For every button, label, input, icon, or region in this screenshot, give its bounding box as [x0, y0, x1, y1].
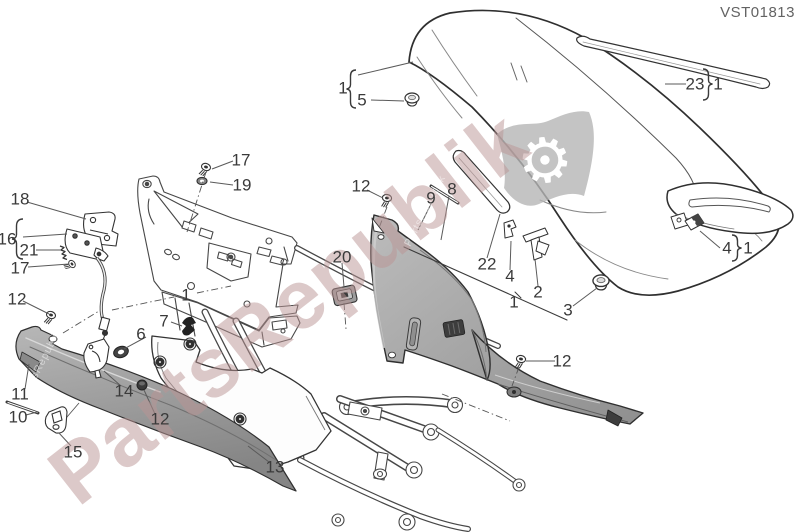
- latch-spring-21: [59, 245, 68, 261]
- callout-8[interactable]: 8: [447, 179, 457, 199]
- callout-5[interactable]: 5: [357, 90, 367, 110]
- callout-2[interactable]: 2: [533, 282, 543, 302]
- brace-4-1: [731, 234, 742, 262]
- callout-13[interactable]: 13: [265, 457, 285, 477]
- callout-23[interactable]: 23: [685, 74, 705, 94]
- brace-1-5: [346, 69, 357, 109]
- callout-22[interactable]: 22: [477, 254, 497, 274]
- grommet-3: [592, 274, 610, 291]
- callout-7[interactable]: 7: [159, 311, 169, 331]
- callout-19[interactable]: 19: [232, 175, 252, 195]
- callout-braces: [11, 68, 742, 262]
- rubber-pad-20: [331, 284, 358, 307]
- lock-bracket-14: [83, 338, 110, 379]
- screw-17b: [62, 258, 78, 273]
- watermark: ⚙ PartsRepublik PartsRepublik PartsRepub…: [18, 92, 594, 522]
- grommet-5: [404, 92, 420, 107]
- callout-3[interactable]: 3: [563, 300, 573, 320]
- drawing-code: VST01813: [720, 4, 795, 21]
- callout-12-d[interactable]: 12: [552, 351, 572, 371]
- brace-16: [11, 218, 24, 260]
- side-panel-right-9: [370, 214, 644, 427]
- callout-15[interactable]: 15: [63, 442, 83, 462]
- callout-4-b[interactable]: 4: [722, 238, 732, 258]
- watermark-flag: [497, 111, 594, 206]
- callout-14[interactable]: 14: [114, 381, 134, 401]
- brace-23-1: [702, 68, 713, 101]
- callout-17-b[interactable]: 17: [10, 258, 30, 278]
- callout-18[interactable]: 18: [10, 189, 30, 209]
- washer-19: [196, 176, 208, 186]
- fasteners: [43, 92, 610, 391]
- callout-12-c[interactable]: 12: [150, 409, 170, 429]
- latch-lever-2: [522, 227, 550, 261]
- grommet-12e: [136, 379, 148, 391]
- callout-9[interactable]: 9: [426, 188, 436, 208]
- callout-1-e[interactable]: 1: [181, 285, 191, 305]
- bracket-4b: [684, 213, 705, 231]
- callout-1-d[interactable]: 1: [743, 238, 753, 258]
- callout-leader-lines: [22, 61, 721, 463]
- clip-7: [182, 316, 196, 336]
- centerlines: [62, 171, 520, 422]
- callout-12-a[interactable]: 12: [351, 176, 371, 196]
- side-panel-strip-left: [5, 325, 297, 492]
- callout-20[interactable]: 20: [332, 247, 352, 267]
- seat-strip-23: [576, 35, 771, 90]
- callout-1-seat[interactable]: 1: [338, 78, 348, 98]
- seat-edge-line-1: [403, 246, 568, 321]
- seat-latch-assembly: [59, 211, 119, 348]
- callout-17-a[interactable]: 17: [231, 150, 251, 170]
- panel-rubber-pad: [442, 319, 466, 338]
- callout-4-a[interactable]: 4: [505, 266, 515, 286]
- callout-21[interactable]: 21: [19, 240, 39, 260]
- clip-15: [44, 402, 80, 434]
- callout-6[interactable]: 6: [136, 324, 146, 344]
- bracket-4a: [503, 219, 517, 239]
- seat-strip-22: [452, 149, 511, 214]
- gear-icon: ⚙: [513, 123, 578, 199]
- callout-1-b[interactable]: 1: [713, 74, 723, 94]
- callout-16[interactable]: 16: [0, 229, 17, 249]
- callout-11[interactable]: 11: [11, 384, 29, 404]
- callout-10[interactable]: 10: [8, 407, 28, 427]
- rear-grab-rail: [666, 182, 794, 235]
- callout-12-b[interactable]: 12: [7, 289, 27, 309]
- callout-1-c[interactable]: 1: [509, 292, 519, 312]
- screw-12d: [514, 354, 527, 370]
